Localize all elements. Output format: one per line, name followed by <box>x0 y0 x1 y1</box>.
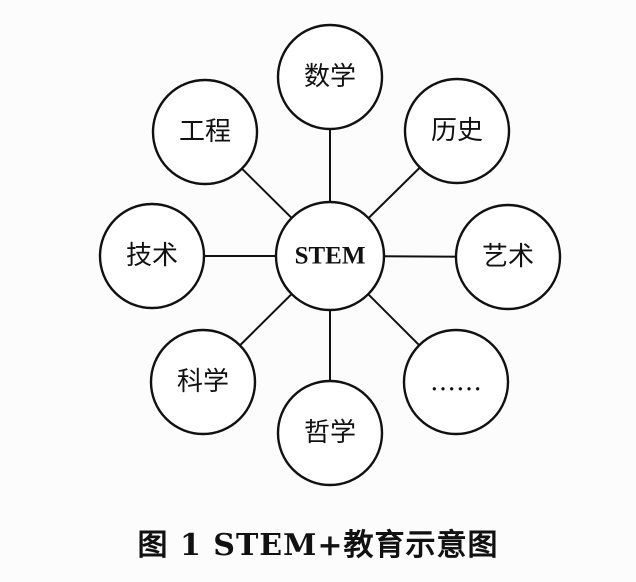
node-technology: 技术 <box>98 202 206 310</box>
node-center-stem: STEM <box>274 200 386 312</box>
node-history-label: 历史 <box>431 116 483 146</box>
node-ellipsis-label: …… <box>430 367 482 397</box>
node-history: 历史 <box>403 77 511 185</box>
node-philosophy: 哲学 <box>276 379 384 487</box>
node-ellipsis: …… <box>402 328 510 436</box>
stem-diagram: 数学 历史 艺术 …… 哲学 科学 技术 工程 STEM <box>98 23 562 487</box>
node-philosophy-label: 哲学 <box>304 418 356 448</box>
node-math: 数学 <box>276 23 384 131</box>
node-center-label: STEM <box>295 243 366 270</box>
node-science-label: 科学 <box>177 367 229 397</box>
node-science: 科学 <box>149 328 257 436</box>
node-art-label: 艺术 <box>482 242 534 272</box>
figure-caption: 图 1 STEM+教育示意图 <box>137 528 499 563</box>
node-engineering-label: 工程 <box>179 117 231 147</box>
node-engineering: 工程 <box>151 78 259 186</box>
node-technology-label: 技术 <box>126 241 178 271</box>
node-art: 艺术 <box>454 203 562 311</box>
node-math-label: 数学 <box>304 62 356 92</box>
